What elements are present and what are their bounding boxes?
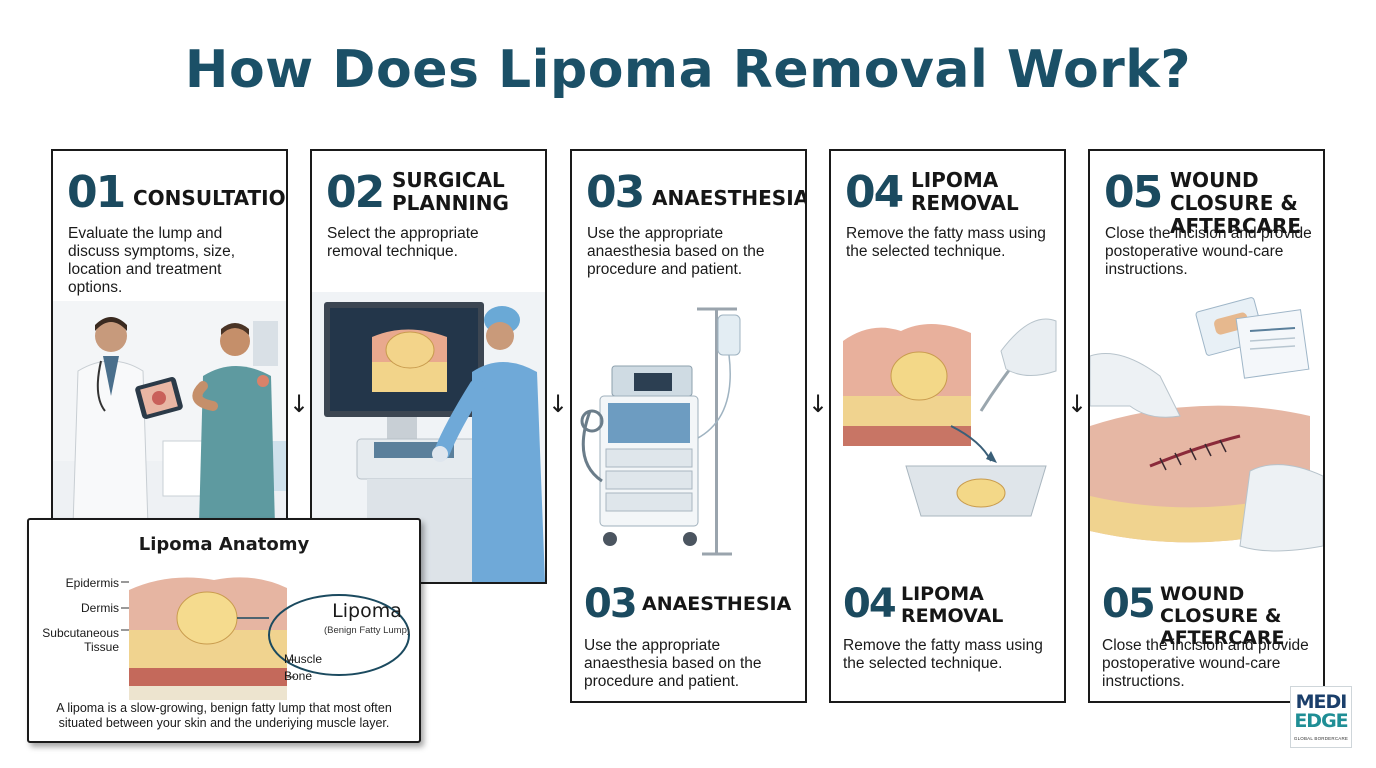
medi-edge-logo: MEDI EDGE GLOBAL BORDERCARE [1290, 686, 1352, 748]
step-duplicate-block: 05 WOUND CLOSURE & AFTERCARE Close the i… [1090, 579, 1323, 699]
step-number: 03 [584, 581, 638, 627]
step-heading: WOUND CLOSURE & AFTERCARE [1170, 168, 1302, 238]
step-number: 05 [1104, 167, 1163, 218]
page-title: How Does Lipoma Removal Work? [184, 40, 1192, 100]
step-description: Remove the fatty mass using the selected… [843, 637, 1043, 672]
consultation-illustration [53, 301, 286, 522]
down-arrow-icon: ↓ [1067, 390, 1088, 418]
step-number: 04 [843, 581, 897, 627]
label-dermis: Dermis [81, 601, 119, 615]
step-number: 05 [1102, 581, 1156, 627]
lipoma-removal-illustration [843, 318, 1057, 517]
step-heading: LIPOMA REMOVAL [911, 168, 1019, 215]
step-description: Evaluate the lump and discuss symptoms, … [68, 225, 236, 296]
step-duplicate-block: 03 ANAESTHESIA Use the appropriate anaes… [572, 579, 805, 699]
step-heading: SURGICAL PLANNING [392, 168, 509, 215]
wound-closure-illustration [1090, 297, 1323, 552]
step-number: 02 [326, 167, 385, 218]
down-arrow-icon: ↓ [289, 390, 310, 418]
logo-tagline: GLOBAL BORDERCARE [1293, 736, 1349, 741]
step-panel-wound-closure: 05 WOUND CLOSURE & AFTERCARE Close the i… [1088, 149, 1325, 703]
anatomy-title: Lipoma Anatomy [138, 534, 310, 555]
down-arrow-icon: ↓ [808, 390, 829, 418]
step-heading: LIPOMA REMOVAL [901, 583, 1004, 627]
step-panel-consultation: 01 CONSULTATION Evaluate the lump and di… [51, 149, 288, 524]
anaesthesia-machine-illustration [580, 307, 741, 556]
logo-line-1: MEDI [1295, 691, 1348, 713]
step-heading: CONSULTATION [133, 186, 288, 210]
lipoma-anatomy-card: Lipoma Anatomy Epidermis Dermis Subcutan… [27, 518, 421, 743]
step-description: Use the appropriate anaesthesia based on… [587, 225, 765, 278]
step-panel-surgical-planning: 02 SURGICAL PLANNING Select the appropri… [310, 149, 547, 584]
lipoma-callout-subtitle: (Benign Fatty Lump) [323, 625, 411, 636]
step-description: Select the appropriate removal technique… [327, 225, 479, 260]
step-description: Close the incision and provide postopera… [1102, 637, 1309, 690]
step-number: 03 [586, 167, 645, 218]
label-tissue: Tissue [84, 640, 119, 654]
anatomy-caption: A lipoma is a slow-growing, benign fatty… [56, 701, 392, 730]
step-description: Close the incision and provide postopera… [1105, 225, 1312, 278]
lipoma-callout-title: Lipoma [332, 600, 402, 622]
step-heading: WOUND CLOSURE & AFTERCARE [1160, 583, 1285, 649]
down-arrow-icon: ↓ [548, 390, 569, 418]
step-number: 01 [67, 167, 126, 218]
label-epidermis: Epidermis [65, 576, 119, 590]
label-bone: Bone [284, 669, 313, 683]
step-heading: ANAESTHESIA [652, 186, 807, 210]
logo-line-2: EDGE [1294, 710, 1348, 732]
step-description: Use the appropriate anaesthesia based on… [584, 637, 762, 690]
step-heading: ANAESTHESIA [642, 593, 792, 615]
step-panel-lipoma-removal: 04 LIPOMA REMOVAL Remove the fatty mass … [829, 149, 1066, 703]
skin-cross-section-illustration [121, 577, 410, 700]
step-duplicate-block: 04 LIPOMA REMOVAL Remove the fatty mass … [831, 579, 1064, 699]
step-description: Remove the fatty mass using the selected… [846, 225, 1046, 260]
label-subcutaneous: Subcutaneous [42, 626, 119, 640]
step-panel-anaesthesia: 03 ANAESTHESIA Use the appropriate anaes… [570, 149, 807, 703]
step-number: 04 [845, 167, 904, 218]
label-muscle: Muscle [284, 652, 323, 666]
